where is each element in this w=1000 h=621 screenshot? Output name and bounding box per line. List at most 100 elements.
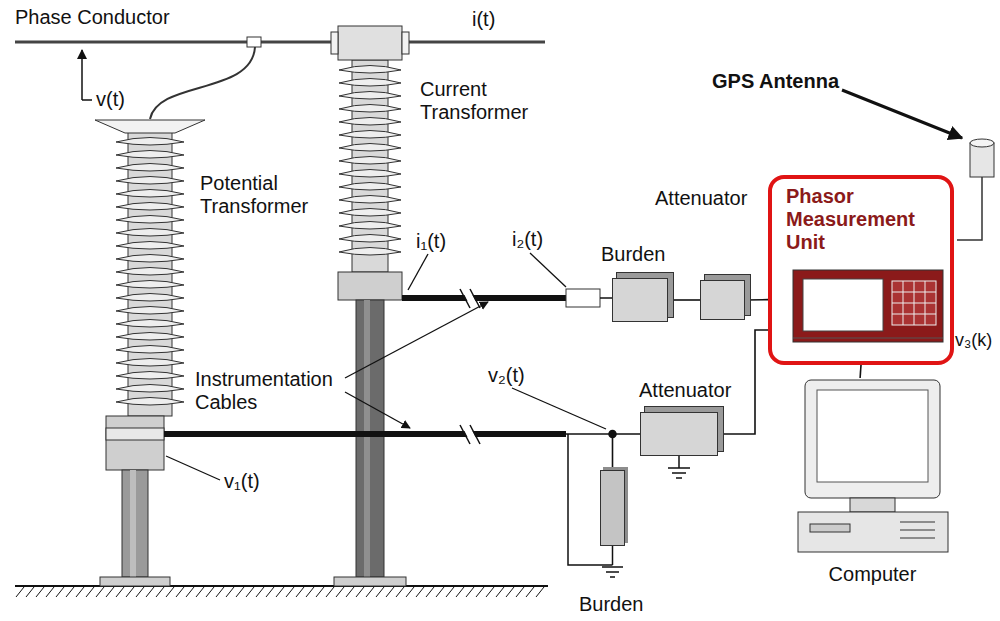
burden-wiring-part	[668, 456, 690, 478]
computer-illustration	[798, 380, 948, 552]
potential-transformer-part-part	[116, 255, 184, 263]
burden-wiring	[566, 431, 690, 578]
gps-antenna-part	[842, 90, 962, 138]
node-label: Phasor Measurement Unit	[786, 185, 936, 254]
ground-line-part-part	[276, 587, 284, 597]
current-transformer-part-part	[339, 222, 401, 230]
leader-line	[82, 50, 92, 100]
computer-illustration-part	[900, 538, 935, 539]
ground-line-part-part	[126, 587, 134, 597]
node-label: Attenuator	[639, 379, 731, 402]
ground-line-part-part	[526, 587, 534, 597]
phase-conductor-part	[15, 41, 338, 44]
potential-transformer-part-part	[116, 242, 184, 250]
pmu-device-part	[793, 270, 943, 342]
label-text: Potential Transformer	[200, 172, 308, 217]
potential-transformer-part	[106, 428, 164, 440]
ground-line-part-part	[516, 587, 524, 597]
potential-transformer-part-part	[116, 307, 184, 315]
leader-line-part	[166, 456, 220, 480]
ground-line-part-part	[316, 587, 324, 597]
label-text: i(t)	[472, 8, 495, 30]
current-transformer-part	[402, 32, 409, 54]
potential-transformer-part-part	[116, 359, 184, 367]
computer-illustration-part	[798, 512, 948, 552]
instrumentation-cable-part	[460, 425, 470, 444]
signal-wire	[613, 434, 641, 470]
potential-transformer-part	[116, 138, 184, 406]
ground-line-part-part	[226, 587, 234, 597]
node-label: Burden	[601, 243, 666, 266]
potential-transformer-part-part	[116, 281, 184, 289]
ground-line-part-part	[476, 587, 484, 597]
instrumentation-cable-part	[402, 295, 566, 301]
potential-transformer-part-part	[116, 268, 184, 276]
potential-transformer-part	[106, 416, 164, 470]
ground-line-part-part	[406, 587, 414, 597]
burden-wiring-part	[602, 567, 623, 577]
ground-line-part-part	[536, 587, 544, 597]
ground-line-part-part	[286, 587, 294, 597]
current-transformer-part-part	[339, 183, 401, 191]
potential-transformer-part-part	[116, 216, 184, 224]
node-text: Attenuator	[655, 187, 747, 209]
ground-line-part-part	[196, 587, 204, 597]
gps-antenna-part	[957, 177, 982, 240]
ground-line-part-part	[116, 587, 124, 597]
label-text: Current Transformer	[420, 78, 528, 123]
pmu-device-part	[892, 281, 936, 325]
computer-illustration-part	[810, 524, 850, 532]
pmu-frame: Phasor Measurement Unit	[768, 175, 954, 365]
label-text: Instrumentation Cables	[195, 368, 333, 413]
ground-line-part-part	[96, 587, 104, 597]
ground-line-part	[15, 585, 548, 587]
ground-line-part-part	[256, 587, 264, 597]
ground-line-part-part	[296, 587, 304, 597]
potential-transformer-part-part	[116, 203, 184, 211]
ground-line-part-part	[356, 587, 364, 597]
ground-line-part-part	[376, 587, 384, 597]
potential-transformer-part-part	[116, 151, 184, 159]
current-transformer-part	[331, 32, 338, 54]
phase-conductor-part	[150, 47, 255, 119]
burden-resistor: Burden	[600, 470, 625, 546]
burden-wiring-part	[566, 433, 612, 435]
text-label: v₁(t)	[224, 470, 260, 493]
leader-line-part	[81, 50, 83, 100]
node-label: Burden	[579, 593, 644, 616]
label-text: i₁(t)	[416, 230, 446, 252]
current-transformer-part-part	[339, 235, 401, 243]
ground-line-part-part	[366, 587, 374, 597]
potential-transformer-part-part	[116, 294, 184, 302]
potential-transformer	[95, 120, 205, 586]
current-transformer-part-part	[339, 105, 401, 113]
text-label: i(t)	[472, 8, 495, 31]
pmu-device-part	[793, 338, 943, 339]
current-transformer-part	[356, 300, 384, 577]
computer-illustration-part	[900, 522, 935, 523]
current-transformer-part-part	[339, 66, 401, 74]
ground-line-part-part	[216, 587, 224, 597]
gps-antenna	[842, 90, 994, 240]
ground-line-part-part	[106, 587, 114, 597]
ground-line-part-part	[396, 587, 404, 597]
computer-illustration-part	[817, 390, 928, 482]
ground-line-part-part	[76, 587, 84, 597]
ground-line-part-part	[26, 587, 34, 597]
phase-conductor-part	[247, 37, 261, 47]
ground-line-part-part	[266, 587, 274, 597]
phase-conductor	[15, 37, 545, 119]
text-label: i₂(t)	[512, 228, 543, 251]
potential-transformer-part-part	[116, 320, 184, 328]
current-transformer-part-part	[339, 144, 401, 152]
node-text: Attenuator	[639, 379, 731, 401]
ground-line-part-part	[436, 587, 444, 597]
phase-conductor-part	[402, 41, 545, 44]
text-label: v₂(t)	[488, 364, 525, 387]
computer-illustration-part	[850, 498, 895, 512]
pmu-device-part	[892, 281, 936, 325]
signal-wire	[859, 365, 862, 378]
potential-transformer-part	[130, 470, 136, 577]
